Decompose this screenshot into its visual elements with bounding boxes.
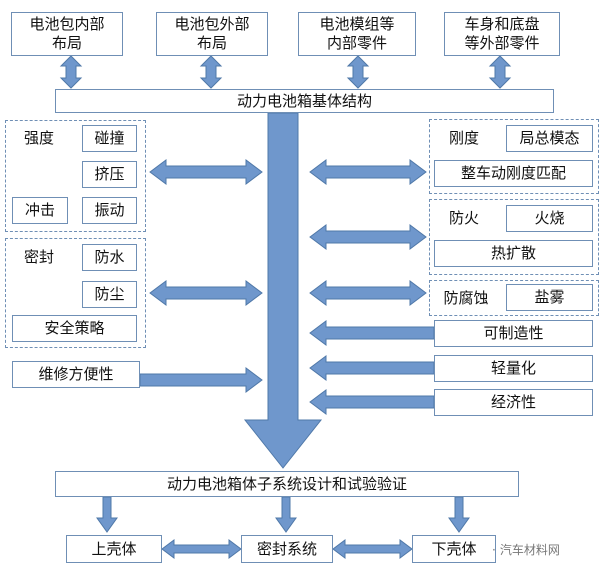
arrow-bottom-2	[332, 539, 413, 559]
top-box-line2: 等外部零件	[464, 34, 540, 52]
top-box-line1: 电池模组等	[319, 15, 395, 33]
manufacturability-box: 可制造性	[434, 320, 593, 347]
stiffness-label: 刚度	[448, 128, 479, 147]
salt-spray-box: 盐雾	[506, 284, 593, 311]
top-box-external-layout: 电池包外部布局	[156, 12, 268, 56]
manufacturability-label: 可制造性	[483, 324, 544, 342]
seal-label: 密封	[23, 247, 54, 266]
maintenance-label: 维修方便性	[38, 365, 114, 383]
vibration-box: 振动	[82, 197, 137, 224]
economy-label: 经济性	[490, 393, 536, 411]
burning-box: 火烧	[506, 205, 593, 232]
corrosion-group	[429, 280, 599, 316]
arrow-right-6	[309, 389, 435, 415]
arrow-top-4	[488, 55, 512, 89]
stiffness-group	[429, 119, 599, 194]
strength-label: 强度	[23, 128, 54, 147]
fireproof-group	[429, 199, 599, 275]
corrosion-label: 防腐蚀	[443, 288, 489, 307]
lightweight-box: 轻量化	[434, 355, 593, 382]
lightweight-label: 轻量化	[490, 359, 536, 377]
vibration-label: 振动	[94, 201, 125, 219]
seal-system-box: 密封系统	[241, 535, 333, 563]
impact-box: 冲击	[12, 197, 68, 224]
arrow-left-2	[149, 280, 263, 306]
dustproof-box: 防尘	[82, 281, 137, 308]
top-box-line1: 电池包外部	[174, 15, 250, 33]
lower-shell-label: 下壳体	[431, 539, 477, 558]
arrow-down-upper	[96, 496, 118, 533]
main-structure-title: 动力电池箱基体结构	[236, 91, 372, 110]
arrow-top-2	[199, 55, 223, 89]
top-box-line1: 电池包内部	[29, 15, 105, 33]
safety-strategy-box: 安全策略	[12, 315, 137, 342]
arrow-main-down	[243, 112, 323, 469]
vehicle-stiffness-box: 整车动刚度匹配	[434, 160, 593, 187]
top-box-line1: 车身和底盘	[464, 15, 540, 33]
arrow-top-3	[346, 55, 370, 89]
waterproof-box: 防水	[82, 244, 137, 271]
subsystem-title: 动力电池箱体子系统设计和试验验证	[166, 474, 407, 493]
dustproof-label: 防尘	[94, 285, 125, 303]
local-mode-label: 局总模态	[519, 129, 580, 147]
seal-system-label: 密封系统	[256, 539, 317, 558]
waterproof-label: 防水	[94, 248, 125, 266]
seal-group	[5, 238, 146, 348]
watermark-dot: ·	[492, 542, 496, 557]
burning-label: 火烧	[534, 209, 565, 227]
arrow-right-5	[309, 355, 435, 381]
collision-label: 碰撞	[94, 129, 125, 147]
extrusion-label: 挤压	[94, 165, 125, 183]
vehicle-stiffness-label: 整车动刚度匹配	[460, 164, 566, 182]
safety-strategy-label: 安全策略	[44, 319, 105, 337]
top-box-internal-layout: 电池包内部布局	[11, 12, 123, 56]
watermark: · 汽车材料网	[492, 541, 560, 558]
impact-label: 冲击	[24, 201, 55, 219]
upper-shell-box: 上壳体	[66, 535, 162, 563]
arrow-top-1	[59, 55, 83, 89]
local-mode-box: 局总模态	[506, 125, 593, 152]
top-box-line2: 布局	[51, 34, 82, 52]
extrusion-box: 挤压	[82, 161, 137, 188]
main-structure-box: 动力电池箱基体结构	[55, 89, 554, 113]
subsystem-box: 动力电池箱体子系统设计和试验验证	[55, 471, 519, 497]
arrow-right-1	[309, 159, 427, 185]
arrow-down-lower	[448, 496, 470, 533]
fireproof-label: 防火	[448, 208, 479, 227]
thermal-diffusion-label: 热扩散	[490, 244, 536, 262]
upper-shell-label: 上壳体	[91, 539, 137, 558]
strength-group	[5, 120, 146, 232]
maintenance-box: 维修方便性	[12, 361, 140, 388]
economy-box: 经济性	[434, 389, 593, 416]
arrow-down-seal	[275, 496, 297, 533]
thermal-diffusion-box: 热扩散	[434, 240, 593, 267]
lower-shell-box: 下壳体	[412, 535, 496, 563]
arrow-bottom-1	[161, 539, 242, 559]
arrow-right-4	[309, 320, 435, 346]
arrow-left-3	[139, 367, 263, 393]
top-box-module-parts: 电池模组等内部零件	[298, 12, 416, 56]
collision-box: 碰撞	[82, 125, 137, 152]
watermark-text: 汽车材料网	[499, 543, 560, 557]
top-box-line2: 内部零件	[326, 34, 387, 52]
top-box-line2: 布局	[196, 34, 227, 52]
top-box-body-chassis: 车身和底盘等外部零件	[444, 12, 560, 56]
arrow-right-2	[309, 224, 427, 250]
arrow-right-3	[309, 280, 427, 306]
salt-spray-label: 盐雾	[534, 288, 565, 306]
arrow-left-1	[149, 159, 263, 185]
